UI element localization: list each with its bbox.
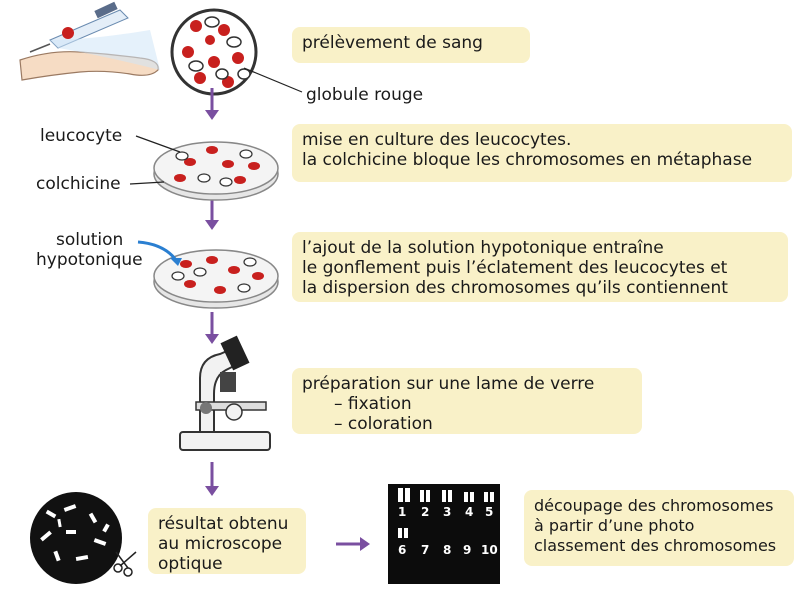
step-text-line2: – fixation xyxy=(334,394,412,414)
culture-dish xyxy=(153,141,279,201)
step-text-line2: au microscope xyxy=(158,534,283,554)
label-globule-rouge: globule rouge xyxy=(306,85,424,105)
arrow-down-1 xyxy=(205,88,219,120)
karyotype-number: 8 xyxy=(443,543,451,557)
karyotype-number: 3 xyxy=(443,505,451,519)
step-text: prélèvement de sang xyxy=(302,33,483,53)
white-blood-cells xyxy=(188,16,251,80)
step-text-line3: optique xyxy=(158,554,223,574)
blood-sample-circle xyxy=(170,8,303,96)
arrow-down-2 xyxy=(205,198,219,230)
karyotype-number: 7 xyxy=(421,543,429,557)
karyotype-number: 1 xyxy=(398,505,406,519)
step-text-line3: classement des chromosomes xyxy=(534,536,777,555)
karyotype-panel: 1 2 3 4 5 6 7 8 9 10 xyxy=(388,484,500,584)
step-text-line1: préparation sur une lame de verre xyxy=(302,374,595,394)
step-text-line3: la dispersion des chromosomes qu’ils con… xyxy=(302,278,728,298)
step-preparation-box: préparation sur une lame de verre – fixa… xyxy=(292,368,642,434)
step-hypotonic-box: l’ajout de la solution hypotonique entra… xyxy=(292,232,788,302)
arrow-down-3 xyxy=(205,312,219,344)
pointer-line-leucocyte xyxy=(135,135,181,153)
step-text-line1: l’ajout de la solution hypotonique entra… xyxy=(302,238,664,258)
label-hypotonique: hypotonique xyxy=(36,250,143,270)
arrow-right xyxy=(336,537,370,551)
label-leucocyte: leucocyte xyxy=(40,126,123,146)
karyotype-number: 4 xyxy=(465,505,473,519)
step-text-line3: – coloration xyxy=(334,414,433,434)
step-text-line1: mise en culture des leucocytes. xyxy=(302,130,572,150)
step-culture-box: mise en culture des leucocytes. la colch… xyxy=(292,124,792,182)
step-text-line2: à partir d’une photo xyxy=(534,516,695,535)
arm-syringe-illustration xyxy=(19,1,160,81)
microscope-icon xyxy=(179,335,271,451)
metaphase-spread-image xyxy=(30,492,137,584)
step-text-line2: la colchicine bloque les chromosomes en … xyxy=(302,150,753,170)
karyotype-number: 5 xyxy=(485,505,493,519)
step-blood-sampling-box: prélèvement de sang xyxy=(292,27,530,63)
arrow-down-4 xyxy=(205,462,219,496)
karyotype-number: 2 xyxy=(421,505,429,519)
hypotonic-dish xyxy=(153,249,279,309)
pointer-line-colchicine xyxy=(129,181,165,185)
label-colchicine: colchicine xyxy=(36,174,121,194)
step-text-line1: découpage des chromosomes xyxy=(534,496,774,515)
karyotype-number: 6 xyxy=(398,543,406,557)
karyotype-number: 9 xyxy=(463,543,471,557)
step-karyotype-box: découpage des chromosomes à partir d’une… xyxy=(524,490,794,566)
step-text-line2: le gonflement puis l’éclatement des leuc… xyxy=(302,258,728,278)
hypotonic-pour-arrow xyxy=(137,240,182,266)
karyotype-number: 10 xyxy=(481,543,498,557)
scissors-icon xyxy=(113,551,137,577)
step-result-box: résultat obtenu au microscope optique xyxy=(148,508,306,574)
step-text-line1: résultat obtenu xyxy=(158,514,289,534)
label-solution: solution xyxy=(56,230,124,250)
